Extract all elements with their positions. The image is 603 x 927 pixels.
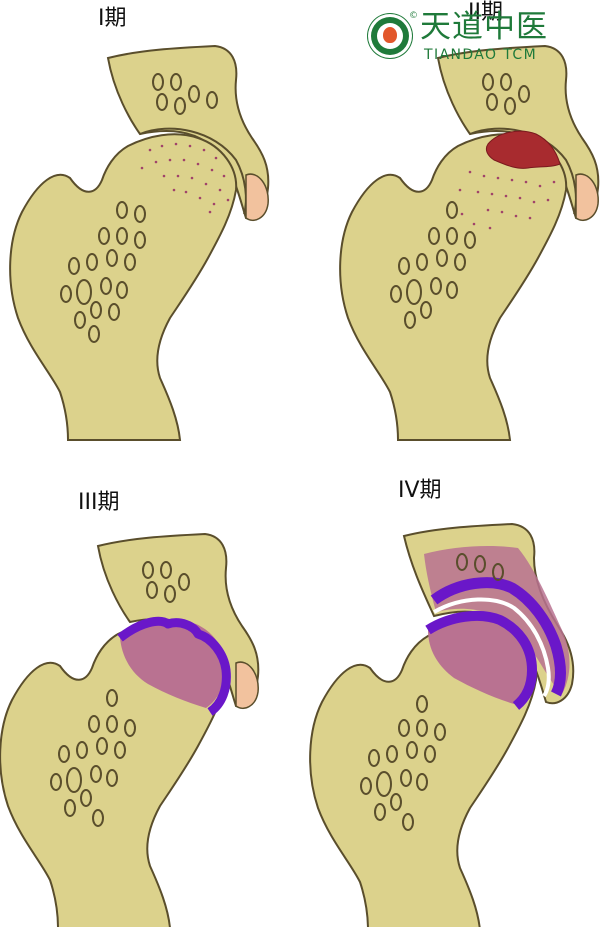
stage-4-collapse-band [425, 610, 537, 710]
stage-3-label: III期 [78, 490, 120, 515]
stage-1-label: I期 [98, 6, 127, 31]
tiandao-logo: © 天道中医 TIANDAO TCM [366, 8, 598, 64]
stage-3-collapse-band [117, 616, 231, 716]
logo-emblem-icon [368, 14, 412, 58]
stage-4-femoral-necrosis [428, 616, 532, 704]
stage-2-trabecular-pattern [390, 73, 530, 329]
stage-2-speckles [458, 170, 556, 230]
stage-1-figure [9, 45, 270, 441]
logo-registered-mark: © [409, 11, 418, 21]
stage-4-acetabulum-band [430, 577, 566, 697]
stage-4-figure [309, 522, 575, 927]
stage-1-trabecular-pattern [60, 73, 218, 343]
stage-3-figure [0, 533, 260, 927]
stage-2-label: II期 [468, 0, 503, 25]
logo-name-cn: 天道中医 [420, 9, 548, 45]
stage-4-trabecular-pattern [360, 553, 504, 831]
stage-2-dark-necrosis [485, 130, 561, 169]
stage-2-figure [339, 45, 600, 441]
stage-3-pink-necrosis [120, 620, 226, 708]
stage-4-label: IV期 [398, 478, 442, 503]
stage-3-trabecular-pattern [50, 561, 190, 827]
logo-name-en: TIANDAO TCM [424, 47, 538, 63]
stage-1-speckled-lesion [140, 142, 230, 214]
